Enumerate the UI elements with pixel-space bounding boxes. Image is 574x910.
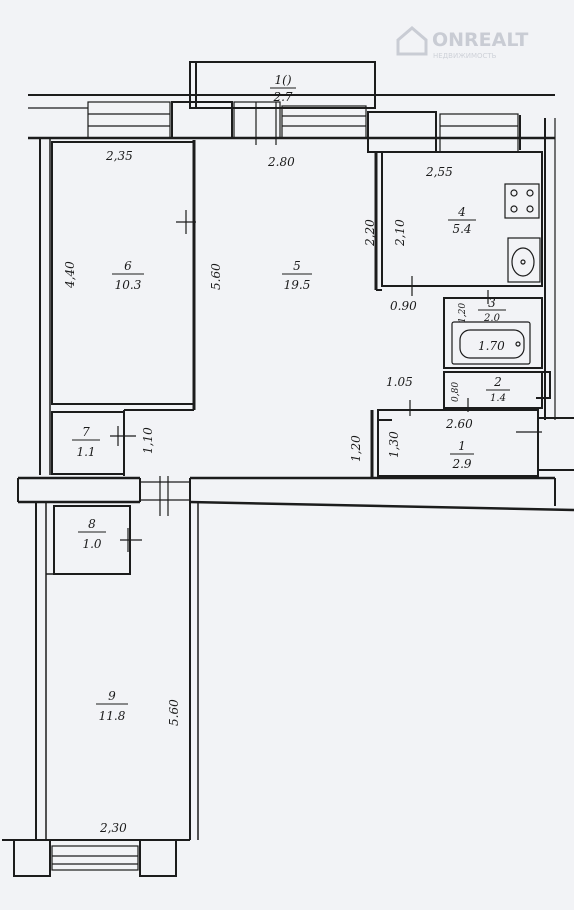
dimension-label: 2,30 [99,821,127,835]
room-label-2: 2 1.4 [486,375,510,404]
window-top-1 [87,101,171,139]
room-label-6: 6 10.3 [112,259,144,292]
stove-icon [504,183,540,219]
dimension-label: 0,80 [451,382,461,402]
dimension-label: 1,20 [458,303,468,323]
dimension-label: 0.90 [390,299,417,313]
room-number: 6 [124,259,132,273]
room-area: 11.8 [99,709,126,723]
room-area: 1.0 [82,537,101,551]
watermark-tagline: НЕДВИЖИМОСТЬ [433,52,497,60]
room-area: 2.0 [483,313,501,324]
dimension-label: 5.60 [167,699,181,726]
room-number: 7 [82,425,90,439]
room-area: 2.7 [272,90,292,104]
dimension-label: 2,20 [363,219,377,247]
dimension-label: 2.80 [267,155,295,169]
room-area: 2.9 [451,457,471,471]
walls [2,61,574,877]
dimension-label: 2,35 [105,149,133,163]
window-bottom [51,845,139,871]
room-2-outline [443,371,543,409]
room-number: 5 [293,259,301,273]
dimension-label: 4,40 [63,261,77,289]
door-marks [110,210,542,552]
dimension-labels: 2,35 2.80 2,55 4,40 5.60 2,20 2,10 0.90 … [63,149,505,835]
window-top-3 [439,113,519,153]
room-label-3: 3 2.0 [478,296,506,324]
logo-icon [396,26,428,56]
dimension-label: 1.05 [386,375,413,389]
room-4-outline [381,151,543,287]
dimension-label: 2.60 [445,417,473,431]
dimension-label: 1,30 [387,431,401,458]
room-label-8: 8 1.0 [78,517,106,551]
bathtub-icon [451,321,531,365]
dimension-label: 1.70 [478,339,505,353]
room-area: 5.4 [452,222,471,236]
room-labels: 1() 2.7 4 5.4 5 19.5 6 10.3 3 2.0 2 1.4 [72,73,510,723]
room-7-outline [51,411,125,475]
room-3-outline [443,297,543,369]
room-area: 19.5 [284,278,311,292]
room-number: 8 [88,517,96,531]
dimension-label: 1,10 [141,427,155,454]
room-number: 1 [458,439,466,453]
window-top-2 [281,105,367,139]
room-area: 1.1 [76,445,95,459]
watermark: ONREALT НЕДВИЖИМОСТЬ [396,26,528,60]
room-label-4: 4 5.4 [448,205,476,236]
dimension-label: 5.60 [209,263,223,290]
room-label-9: 9 11.8 [96,689,128,723]
dimension-label: 1,20 [349,435,363,462]
balcony-door [233,101,281,145]
room-area: 10.3 [115,278,142,292]
dimension-label: 2,10 [393,219,407,247]
dimension-label: 2,55 [425,165,453,179]
sink-icon [507,237,541,283]
room-label-7: 7 1.1 [72,425,100,459]
room-number: 9 [108,689,116,703]
room-number: 1() [275,73,292,87]
room-number: 3 [488,296,496,310]
room-number: 2 [493,375,502,389]
room-label-5: 5 19.5 [282,259,312,292]
room-label-10: 1 2.9 [450,439,474,471]
room-label-1: 1() 2.7 [270,73,296,104]
watermark-brand: ONREALT [432,29,528,51]
room-area: 1.4 [490,393,506,404]
room-number: 4 [457,205,466,219]
